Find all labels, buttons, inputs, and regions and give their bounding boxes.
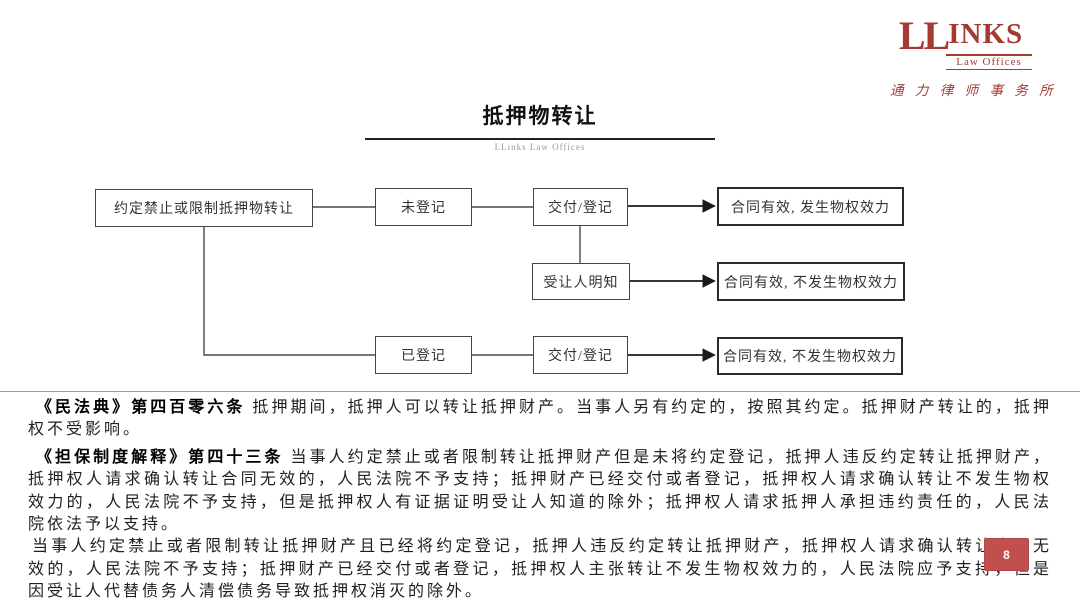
logo-chinese-name: 通 力 律 师 事 务 所 <box>890 83 1057 98</box>
paragraph-civil-code: 《民法典》第四百零六条抵押期间，抵押人可以转让抵押财产。当事人另有约定的，按照其… <box>28 397 1052 442</box>
section-divider <box>0 391 1080 392</box>
node-transferee-knows: 受让人明知 <box>532 263 630 300</box>
statute-body: 当事人约定禁止或者限制转让抵押财产且已经将约定登记，抵押人违反约定转让抵押财产，… <box>28 538 1052 601</box>
title-subtitle: LLinks Law Offices <box>494 142 586 152</box>
paragraph-guarantee-interpretation: 《担保制度解释》第四十三条当事人约定禁止或者限制转让抵押财产但是未将约定登记，抵… <box>28 447 1052 537</box>
statute-body: 抵押期间，抵押人可以转让抵押财产。当事人另有约定的，按照其约定。抵押财产转让的，… <box>28 399 1052 439</box>
logo-ll-text: LL <box>898 13 950 58</box>
node-delivery-registration-top: 交付/登记 <box>533 188 628 226</box>
title-underline <box>365 138 715 140</box>
statute-lead: 《担保制度解释》第四十三条 <box>36 448 284 466</box>
legal-text: 《民法典》第四百零六条抵押期间，抵押人可以转让抵押财产。当事人另有约定的，按照其… <box>28 397 1052 604</box>
page-title: 抵押物转让 <box>482 105 598 128</box>
node-result-valid-no-effect-bottom: 合同有效, 不发生物权效力 <box>717 337 903 375</box>
node-unregistered: 未登记 <box>375 188 472 226</box>
node-delivery-registration-bottom: 交付/登记 <box>533 336 628 374</box>
node-result-valid-with-effect: 合同有效, 发生物权效力 <box>717 187 904 226</box>
node-restrict-transfer: 约定禁止或限制抵押物转让 <box>95 189 313 227</box>
statute-lead: 《民法典》第四百零六条 <box>36 399 246 416</box>
paragraph-registered-agreement: 当事人约定禁止或者限制转让抵押财产且已经将约定登记，抵押人违反约定转让抵押财产，… <box>28 536 1052 603</box>
page-number-badge: 8 <box>984 538 1029 571</box>
header: 抵押物转让 LLinks Law Offices <box>0 100 1080 152</box>
logo-inks-text: INKS <box>948 18 1024 50</box>
node-registered: 已登记 <box>375 336 472 374</box>
logo-law-offices-text: Law Offices <box>946 54 1032 70</box>
statute-body: 当事人约定禁止或者限制转让抵押财产但是未将约定登记，抵押人违反约定转让抵押财产，… <box>28 448 1052 534</box>
node-result-valid-no-effect-mid: 合同有效, 不发生物权效力 <box>717 262 905 301</box>
